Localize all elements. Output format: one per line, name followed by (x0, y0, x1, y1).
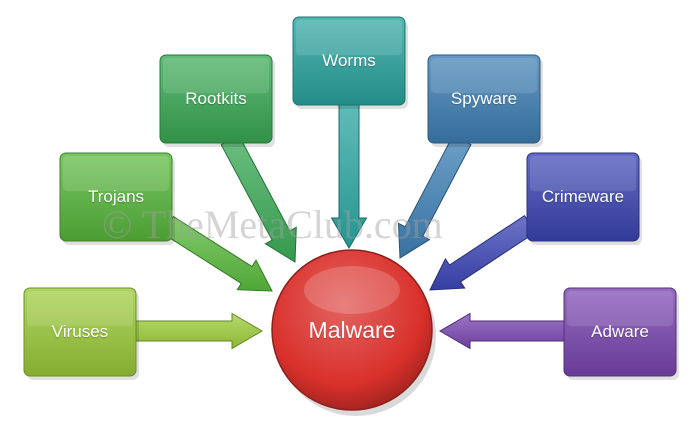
trojans-box-gloss (63, 156, 169, 192)
adware-arrow (439, 312, 565, 350)
crimeware-box (526, 152, 640, 242)
adware-box (563, 287, 677, 377)
worms-box-gloss (296, 20, 402, 56)
malware-circle (271, 249, 433, 411)
worms-box (292, 16, 406, 106)
spyware-arrow (397, 134, 472, 259)
trojans-arrow (161, 215, 273, 292)
viruses-box-gloss (27, 291, 133, 327)
spyware-box (427, 54, 541, 144)
crimeware-arrow (429, 215, 537, 291)
adware-box-gloss (567, 291, 673, 327)
rootkits-arrow (220, 134, 297, 263)
worms-arrow (330, 104, 368, 249)
viruses-box (23, 287, 137, 377)
viruses-arrow (135, 312, 263, 350)
rootkits-box-gloss (163, 58, 269, 94)
trojans-box (59, 152, 173, 242)
rootkits-box (159, 54, 273, 144)
crimeware-box-gloss (530, 156, 636, 192)
spyware-box-gloss (431, 58, 537, 94)
malware-circle-gloss (304, 266, 400, 314)
